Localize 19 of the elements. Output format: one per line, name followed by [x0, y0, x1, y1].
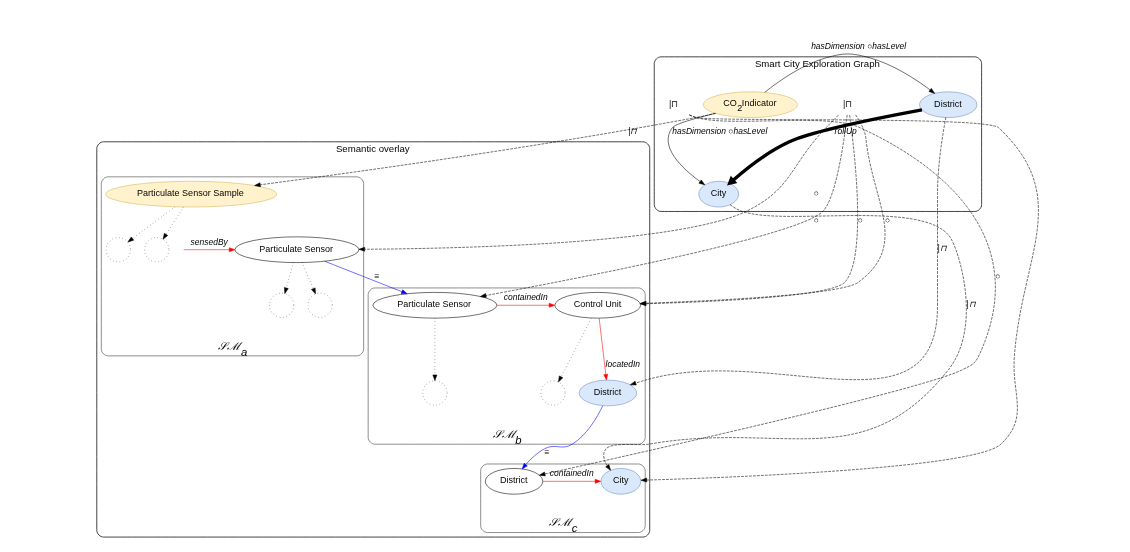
edge-label: ○: [857, 215, 863, 226]
edge-label: containedIn: [549, 468, 594, 479]
edge-label: ≡: [544, 446, 550, 457]
edge-label: containedIn: [503, 292, 548, 303]
edge-label: rollUp: [834, 125, 857, 136]
edge-label: hasDimension ○hasLevel: [671, 125, 767, 136]
edge-label: ≡: [373, 270, 379, 281]
edge-label: |⊓: [627, 125, 637, 136]
node-text: |⊓: [668, 98, 678, 109]
edge-label: |⊓: [937, 243, 947, 254]
edge-label: ○: [813, 187, 819, 198]
edge-label: ○: [884, 215, 890, 226]
edge-label: hasDimension ○hasLevel: [810, 40, 906, 51]
edge-label: sensedBy: [190, 236, 228, 247]
node-text: |⊓: [842, 98, 852, 109]
edge-label: ○: [813, 215, 819, 226]
edge-label: |⊓: [965, 298, 976, 309]
edge-label: locatedIn: [605, 358, 640, 369]
edge-label: ○: [994, 270, 1000, 281]
